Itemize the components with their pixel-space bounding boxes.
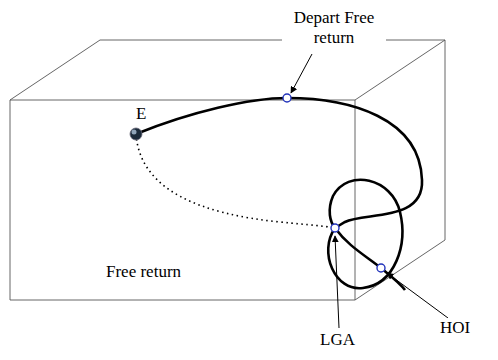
earth-symbol — [130, 128, 142, 140]
free-return-path — [136, 134, 335, 228]
outbound-path — [136, 98, 422, 228]
label-text: LGA — [318, 330, 357, 350]
box-outline — [10, 40, 445, 300]
label-text: Free return — [104, 262, 183, 282]
leader-arrows — [291, 54, 448, 328]
event-markers — [283, 94, 385, 272]
earth-highlight — [132, 130, 137, 135]
label-text: HOI — [438, 318, 472, 338]
label-text: Depart Free return — [282, 8, 386, 48]
lunar-loop-path — [328, 180, 405, 290]
label-text: E — [134, 104, 148, 124]
